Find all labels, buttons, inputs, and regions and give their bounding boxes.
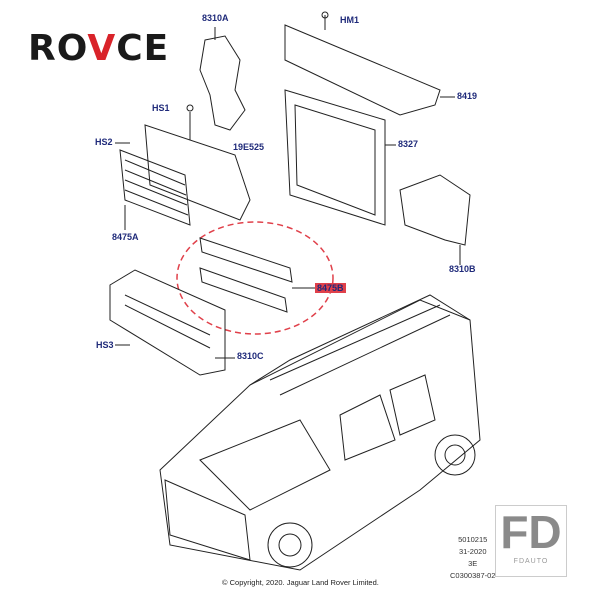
- label-8310C: 8310C: [237, 351, 264, 361]
- diagram-reference: 5010215 31-2020 3E C0300387-02: [450, 534, 495, 582]
- label-8327: 8327: [398, 139, 419, 149]
- watermark-small: FDAUTO: [513, 558, 549, 565]
- label-8419: 8419: [457, 91, 478, 101]
- part-8310C: [109, 269, 226, 376]
- copyright: © Copyright, 2020. Jaguar Land Rover Lim…: [222, 578, 379, 587]
- part-8310A: [199, 35, 246, 131]
- part-8419: [284, 24, 441, 116]
- label-8475A: 8475A: [112, 232, 139, 242]
- vehicle-outline: [159, 294, 481, 571]
- label-HS1: HS1: [152, 103, 170, 113]
- label-8310A: 8310A: [202, 13, 229, 23]
- part-8475A: [119, 149, 191, 226]
- watermark-big: FD: [500, 506, 562, 558]
- part-8327: [284, 89, 386, 226]
- part-8310B: [399, 174, 471, 246]
- part-19E525: [144, 124, 251, 221]
- label-HM1: HM1: [340, 15, 360, 25]
- label-8310B: 8310B: [449, 264, 476, 274]
- ref-line: 5010215: [458, 535, 488, 544]
- fdauto-watermark: FD FDAUTO: [495, 505, 567, 577]
- label-19E525: 19E525: [233, 142, 265, 152]
- highlight-ellipse: [176, 221, 334, 335]
- ref-line: 3E: [468, 559, 478, 568]
- ref-line: C0300387-02: [450, 571, 496, 580]
- label-8475B: 8475B: [315, 283, 346, 293]
- label-HS3: HS3: [96, 340, 114, 350]
- label-HS2: HS2: [95, 137, 113, 147]
- part-8475B: [199, 237, 293, 283]
- ref-line: 31-2020: [458, 547, 487, 556]
- brand-logo: ROVCE: [28, 28, 170, 69]
